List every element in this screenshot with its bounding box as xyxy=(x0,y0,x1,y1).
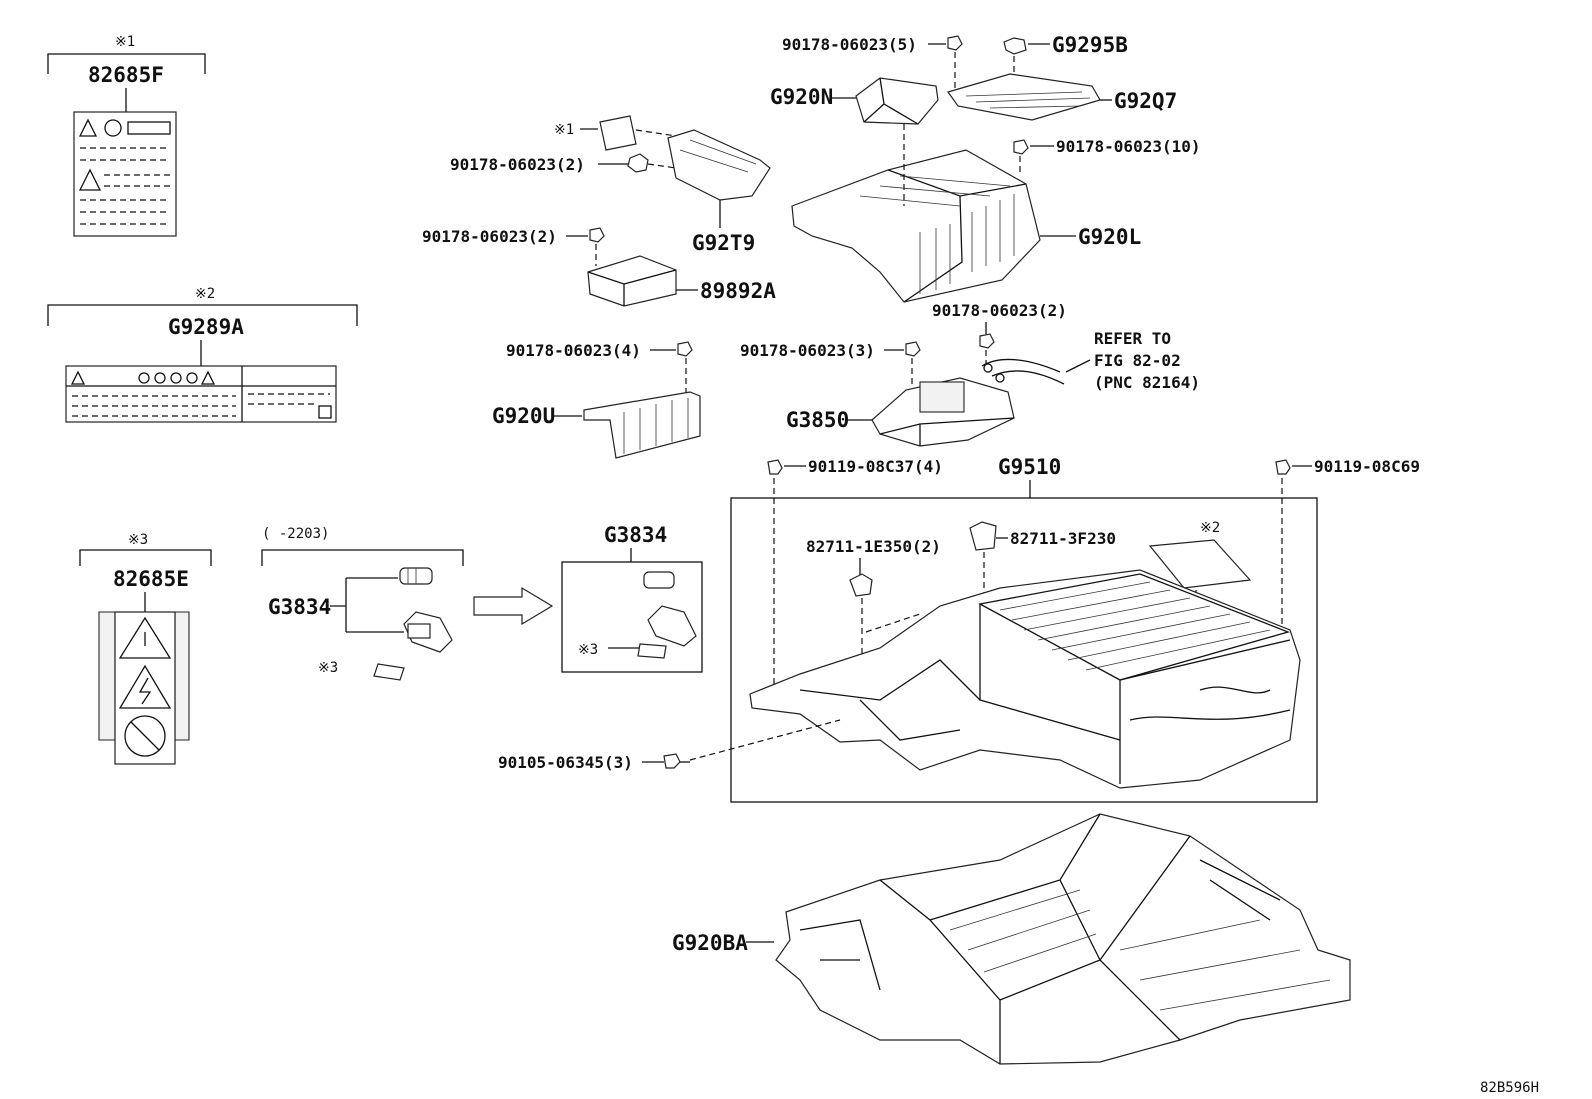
clip-82711-3F230[interactable] xyxy=(969,521,997,551)
clip-label-f230[interactable]: 82711-3F230 xyxy=(1010,529,1116,548)
nut-label-3[interactable]: 90178-06023(3) xyxy=(740,341,875,360)
bolt-06345-group: 90105-06345(3) xyxy=(498,719,841,772)
bolt-label-c37[interactable]: 90119-08C37(4) xyxy=(808,457,943,476)
part-G9510[interactable]: G9510 xyxy=(998,455,1061,479)
label-82685F-group: ※1 82685F xyxy=(47,34,206,237)
part-G920BA[interactable]: G920BA xyxy=(672,931,748,955)
nut-label-4[interactable]: 90178-06023(4) xyxy=(506,341,641,360)
label-82685E-group: ※3 82685E xyxy=(79,532,212,765)
nut-label-10[interactable]: 90178-06023(10) xyxy=(1056,137,1201,156)
clip-82711-1E350[interactable] xyxy=(849,573,873,597)
bolt-c69[interactable] xyxy=(1275,459,1291,475)
part-G920U[interactable]: G920U xyxy=(492,404,555,428)
junction-relay xyxy=(919,381,965,413)
part-G920L[interactable]: G920L xyxy=(1078,225,1141,249)
cover-G92Q7[interactable] xyxy=(947,73,1101,121)
note-1-mark: ※1 xyxy=(115,34,135,50)
nut-label-5[interactable]: 90178-06023(5) xyxy=(782,35,917,54)
date-range: ( -2203) xyxy=(262,526,329,542)
nut-5[interactable] xyxy=(947,35,963,51)
refer-line-1[interactable]: REFER TO xyxy=(1094,329,1171,348)
part-82685F[interactable]: 82685F xyxy=(88,63,164,87)
bolt-label-c69[interactable]: 90119-08C69 xyxy=(1314,457,1420,476)
bolt-c37[interactable] xyxy=(767,459,783,475)
ecu-89892a-group: 90178-06023(2) 89892A xyxy=(422,227,776,307)
caution-label-G9289A[interactable] xyxy=(65,365,337,423)
refer-line-3[interactable]: (PNC 82164) xyxy=(1094,373,1200,392)
tray-g920ba-group: G920BA xyxy=(672,813,1351,1065)
part-G3850[interactable]: G3850 xyxy=(786,408,849,432)
part-G920N[interactable]: G920N xyxy=(770,85,833,109)
part-G92Q7[interactable]: G92Q7 xyxy=(1114,89,1177,113)
bracket-G920U[interactable] xyxy=(583,391,701,459)
sensor-body-new[interactable] xyxy=(647,605,697,647)
label-sheet-2[interactable] xyxy=(1148,539,1252,589)
part-82685E[interactable]: 82685E xyxy=(113,567,189,591)
battery-pack-g9510-group: G9510 90119-08C37(4) 90119-08C69 82711-1… xyxy=(730,455,1420,803)
small-label-3b[interactable] xyxy=(637,643,667,659)
g3834-right-group: G3834 ※3 xyxy=(561,523,703,673)
part-G3834-left[interactable]: G3834 xyxy=(268,595,331,619)
battery-upper-group: 90178-06023(5) G9295B G920N G92Q7 90178-… xyxy=(770,33,1201,303)
junction-g3850-group: 90178-06023(2) REFER TO FIG 82-02 (PNC 8… xyxy=(740,301,1200,447)
sensor-plug[interactable] xyxy=(399,567,433,585)
cover-G92T9[interactable] xyxy=(667,129,771,201)
bracket-g920u-group: 90178-06023(4) G920U xyxy=(492,341,701,459)
label-sheet-1[interactable] xyxy=(599,115,637,151)
small-label-3[interactable] xyxy=(373,663,405,681)
note-3-mark-b: ※3 xyxy=(318,660,338,676)
fitting-G9295B[interactable] xyxy=(1003,37,1027,55)
g9510-box xyxy=(730,497,1318,803)
part-89892A[interactable]: 89892A xyxy=(700,279,776,303)
g3834-left-group: ( -2203) G3834 ※3 xyxy=(261,526,464,681)
bolt-label-06345[interactable]: 90105-06345(3) xyxy=(498,753,633,772)
note-2-mark: ※2 xyxy=(195,286,215,302)
nut-10[interactable] xyxy=(1013,139,1029,155)
sensor-body[interactable] xyxy=(403,611,453,653)
nut-3[interactable] xyxy=(905,341,921,357)
ecu-89892A[interactable] xyxy=(587,255,677,307)
caution-label-82685F[interactable] xyxy=(73,111,177,237)
g92t9-group: ※1 90178-06023(2) G92T9 xyxy=(450,115,771,255)
note-2-mark-b: ※2 xyxy=(1200,520,1220,536)
sensor-plug-new[interactable] xyxy=(643,571,675,589)
part-G92T9[interactable]: G92T9 xyxy=(692,231,755,255)
diagram-id: 82B596H xyxy=(1480,1080,1539,1096)
nut-label-2c[interactable]: 90178-06023(2) xyxy=(932,301,1067,320)
part-G9295B[interactable]: G9295B xyxy=(1052,33,1128,57)
tray-G920BA[interactable] xyxy=(775,813,1351,1065)
nut-2a[interactable] xyxy=(627,153,649,173)
nut-label-2a[interactable]: 90178-06023(2) xyxy=(450,155,585,174)
note-3-mark: ※3 xyxy=(128,532,148,548)
duct-G920N[interactable] xyxy=(855,77,939,125)
replacement-arrow xyxy=(473,586,554,626)
nut-2b[interactable] xyxy=(589,227,605,243)
nut-label-2b[interactable]: 90178-06023(2) xyxy=(422,227,557,246)
bolt-06345[interactable] xyxy=(663,753,681,769)
note-3-mark-c: ※3 xyxy=(578,642,598,658)
g3834-box xyxy=(561,561,703,673)
nut-2c[interactable] xyxy=(979,333,995,349)
refer-line-2[interactable]: FIG 82-02 xyxy=(1094,351,1181,370)
battery-assy-G920L[interactable] xyxy=(791,149,1041,303)
label-G9289A-group: ※2 G9289A xyxy=(47,286,358,423)
battery-pack-G9510[interactable] xyxy=(749,569,1301,789)
clip-label-e350[interactable]: 82711-1E350(2) xyxy=(806,537,941,556)
nut-4[interactable] xyxy=(677,341,693,357)
part-G9289A[interactable]: G9289A xyxy=(168,315,244,339)
note-1-mark-b: ※1 xyxy=(554,122,574,138)
part-G3834-right[interactable]: G3834 xyxy=(604,523,667,547)
